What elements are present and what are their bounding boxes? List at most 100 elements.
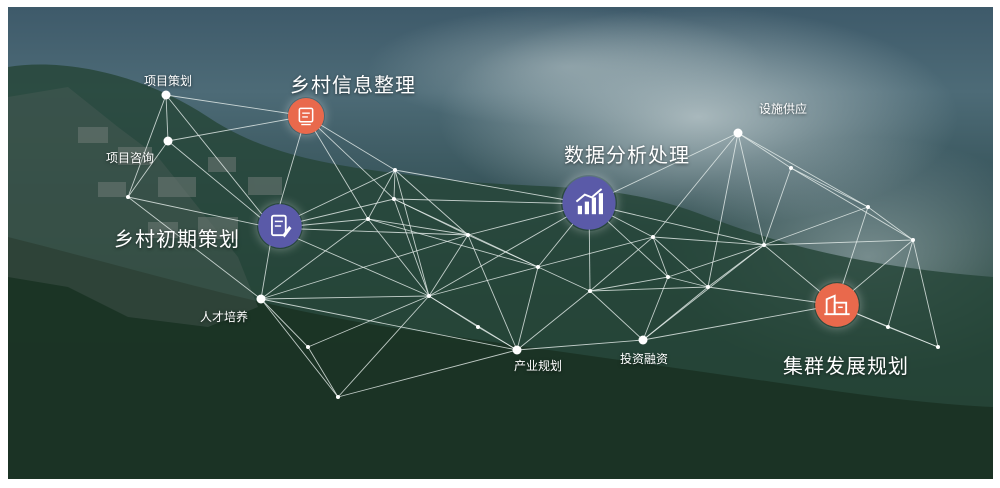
network-edge xyxy=(516,290,591,351)
network-node-dot xyxy=(476,325,480,329)
network-edge xyxy=(337,349,518,398)
network-edge xyxy=(272,227,469,236)
network-edge xyxy=(393,198,539,268)
network-node-dot xyxy=(392,197,396,201)
network-edge xyxy=(394,169,430,297)
network-node-dot xyxy=(886,325,890,329)
network-edge xyxy=(737,132,792,169)
network-edge xyxy=(589,276,669,292)
network-edge xyxy=(272,227,430,297)
network-node-dot xyxy=(393,168,397,172)
initial-plan-hub[interactable] xyxy=(257,203,303,249)
network-edge xyxy=(790,167,914,241)
network-node-dot xyxy=(936,345,940,349)
network-edge xyxy=(428,295,479,328)
background-scene xyxy=(8,7,993,479)
network-node-dot xyxy=(126,195,130,199)
labeled-node-dot xyxy=(161,90,171,100)
network-edge xyxy=(912,239,939,348)
network-edge xyxy=(260,295,430,300)
network-edge xyxy=(516,266,539,351)
labeled-node-dot xyxy=(256,294,266,304)
network-edge xyxy=(707,244,765,288)
network-node-dot xyxy=(536,265,540,269)
network-edge xyxy=(887,326,939,348)
village-info-label: 乡村信息整理 xyxy=(290,73,416,97)
network-node-dot xyxy=(866,205,870,209)
network-node-dot xyxy=(789,166,793,170)
network-edge xyxy=(307,295,430,348)
network-edge xyxy=(667,276,709,288)
network-edge xyxy=(428,266,539,297)
network-edge xyxy=(642,276,669,341)
network-edge xyxy=(167,140,274,229)
network-edge xyxy=(167,115,307,142)
cluster-plan-hub[interactable] xyxy=(814,282,860,328)
labeled-node-dot xyxy=(733,128,743,138)
network-edge xyxy=(260,298,339,398)
network-edge xyxy=(516,339,644,351)
network-edge xyxy=(707,132,739,288)
labeled-node-dot xyxy=(638,335,648,345)
network-edge xyxy=(393,198,590,205)
network-edge xyxy=(127,94,167,198)
labeled-node-dot xyxy=(163,136,173,146)
network-edge xyxy=(260,234,469,300)
network-edge xyxy=(165,94,307,117)
edit-icon xyxy=(258,204,302,248)
network-edge xyxy=(589,290,644,341)
network-edge xyxy=(367,218,430,297)
document-icon xyxy=(287,97,325,135)
network-edge xyxy=(667,244,765,278)
network-edge xyxy=(467,234,518,351)
network-node-dot xyxy=(911,238,915,242)
network-edge xyxy=(652,236,709,288)
network-node-dot xyxy=(466,233,470,237)
network-edge xyxy=(887,239,914,328)
talent-label: 人才培养 xyxy=(200,310,249,324)
network-node-dot xyxy=(306,345,310,349)
project-plan-label: 项目策划 xyxy=(144,74,193,88)
network-edge xyxy=(589,286,709,292)
village-info-hub[interactable] xyxy=(287,97,325,135)
network-edge xyxy=(367,218,539,268)
network-edge xyxy=(393,169,396,200)
initial-plan-label: 乡村初期策划 xyxy=(114,227,240,251)
network-node-dot xyxy=(427,294,431,298)
network-node-dot xyxy=(651,235,655,239)
network-edge xyxy=(763,206,869,246)
network-edge xyxy=(790,167,869,208)
network-edge xyxy=(394,169,469,236)
network-edge xyxy=(763,167,792,246)
network-edge xyxy=(652,236,765,246)
network-edge xyxy=(737,132,765,246)
investment-label: 投资融资 xyxy=(620,352,669,366)
network-edge xyxy=(260,298,518,351)
network-edge xyxy=(307,346,339,398)
network-edge xyxy=(337,295,430,398)
network-edge xyxy=(652,132,739,238)
network-edge xyxy=(707,286,837,306)
network-edge xyxy=(537,266,591,292)
network-edge xyxy=(642,244,765,341)
network-edge xyxy=(763,239,914,246)
network-node-dot xyxy=(706,285,710,289)
data-analysis-hub[interactable] xyxy=(561,175,617,231)
industry-label: 产业规划 xyxy=(514,359,563,373)
network-edge xyxy=(127,140,169,198)
network-node-dot xyxy=(666,275,670,279)
labeled-node-dot xyxy=(512,345,522,355)
network-node-dot xyxy=(366,217,370,221)
network-edge xyxy=(367,218,469,236)
network-edge xyxy=(589,236,654,292)
facilities-label: 设施供应 xyxy=(759,102,808,116)
network-edge xyxy=(428,203,590,297)
bar-chart-icon xyxy=(562,176,616,230)
network-edge xyxy=(867,206,914,241)
network-edge xyxy=(367,169,396,220)
network-edge xyxy=(260,298,309,348)
cluster-plan-label: 集群发展规划 xyxy=(783,354,909,378)
network-edge xyxy=(588,132,739,205)
network-edge xyxy=(393,198,430,297)
network-node-dot xyxy=(762,243,766,247)
